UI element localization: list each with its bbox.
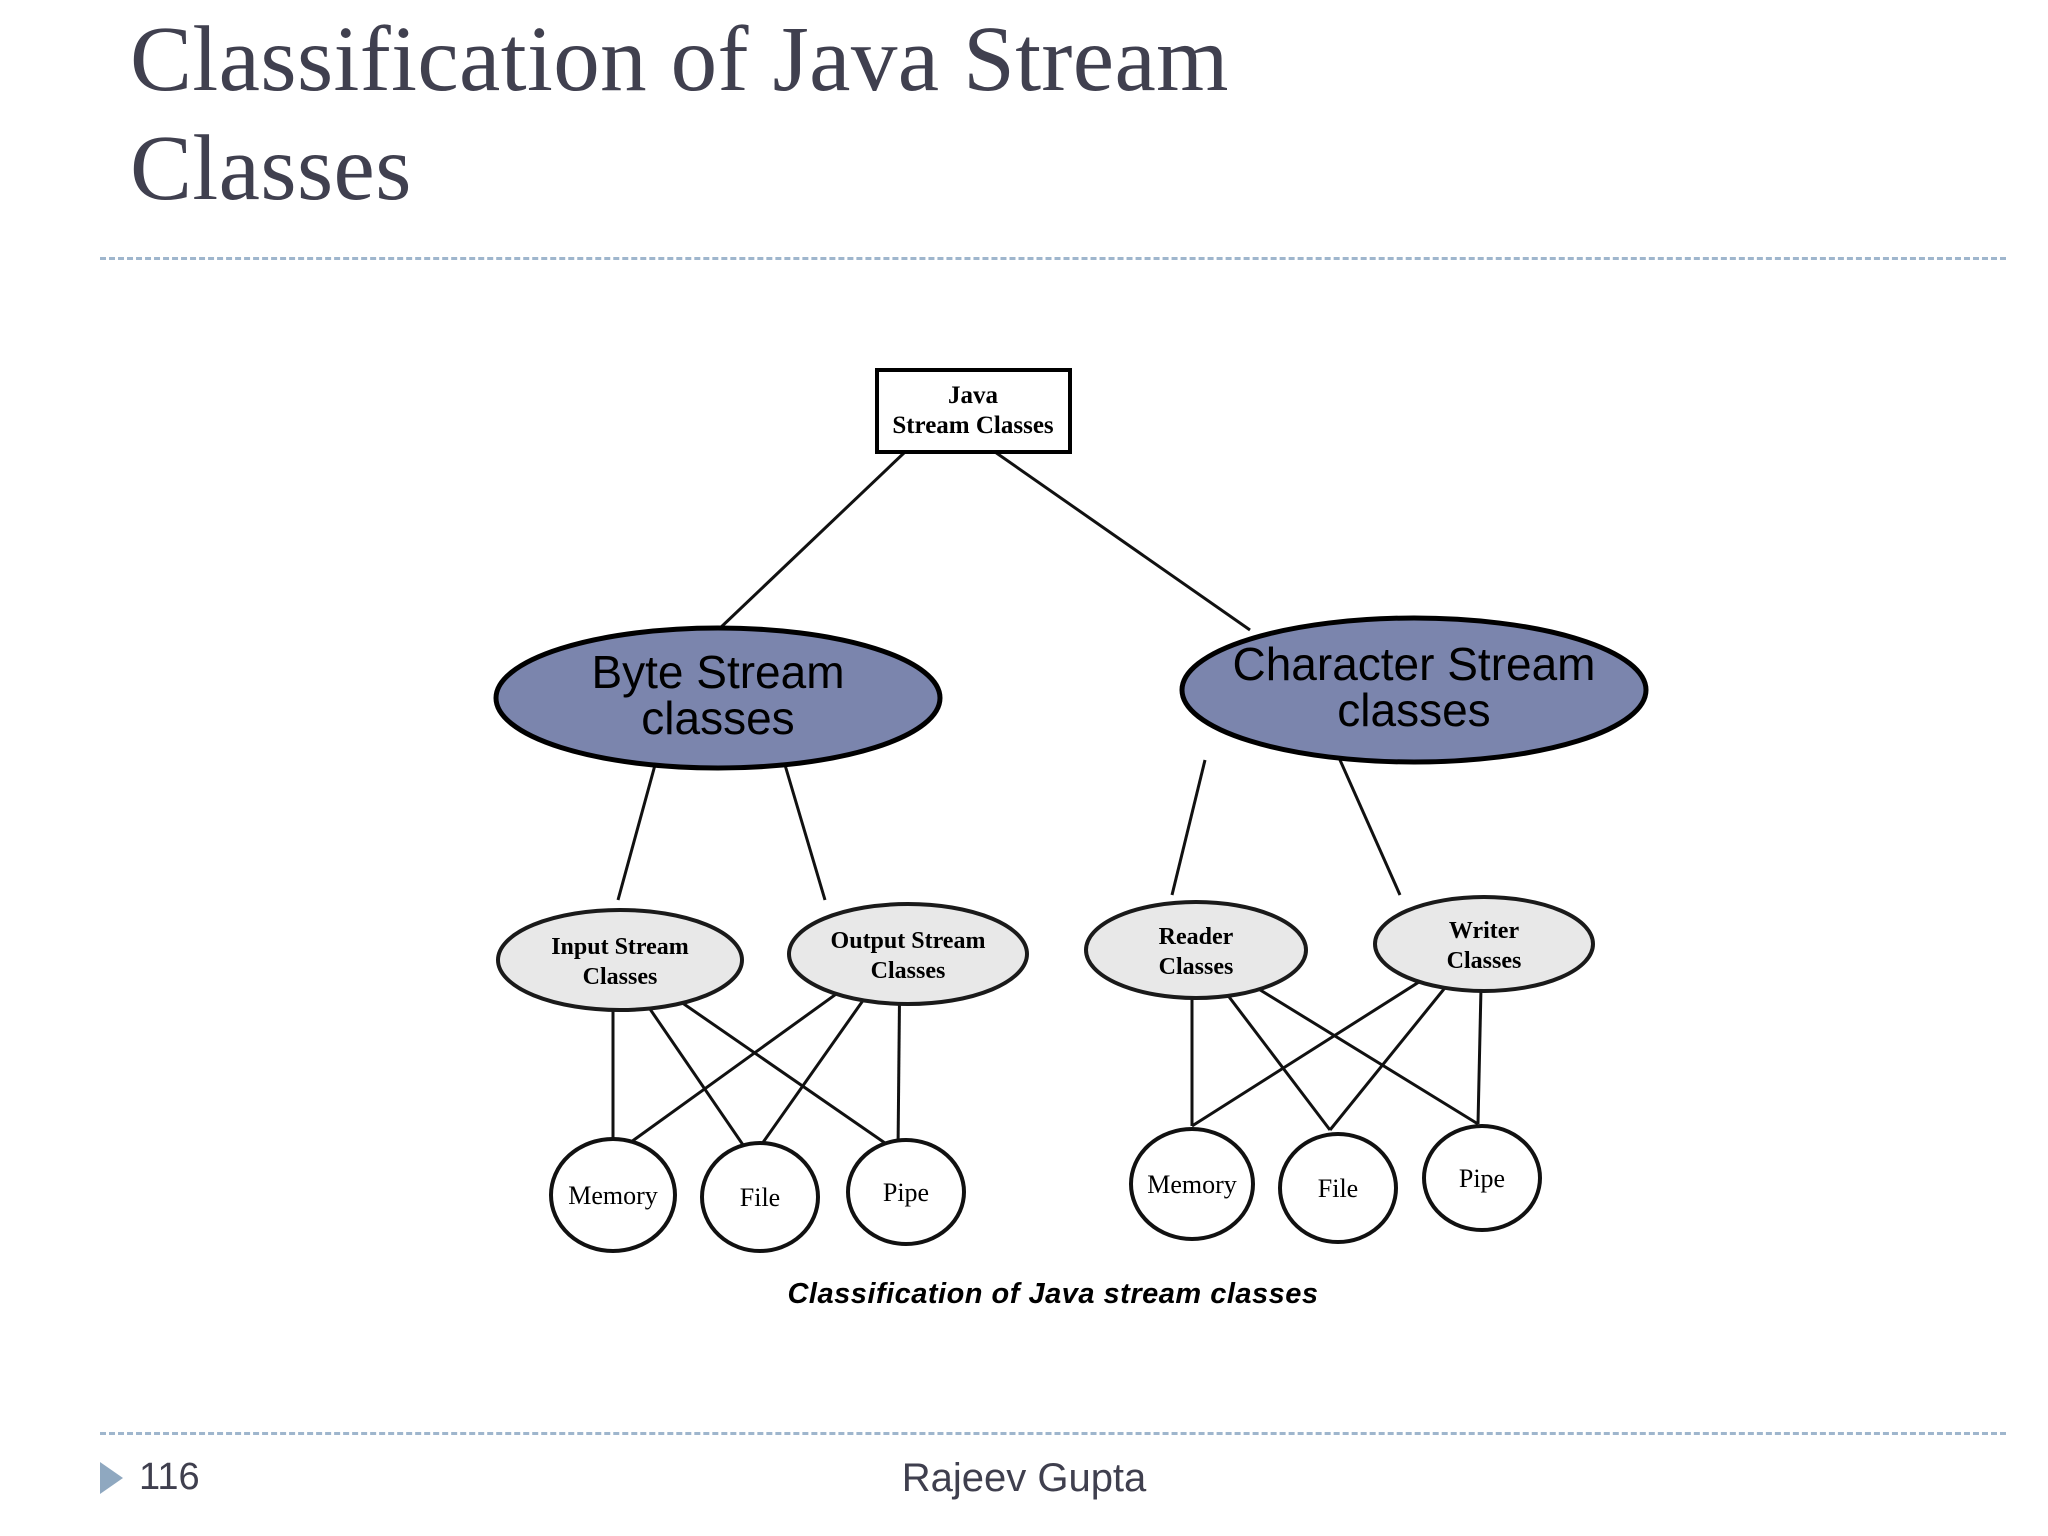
page-marker: 116 — [100, 1456, 200, 1499]
byte-pipe-label: Pipe — [883, 1178, 929, 1207]
byte-stream-label-line1: Byte Stream — [591, 646, 844, 698]
edges-character-to-level3 — [1170, 759, 1402, 896]
byte-pipe-circle — [846, 1138, 966, 1246]
byte-memory-label: Memory — [568, 1181, 658, 1210]
writer-classes-label-line1: Writer — [1449, 918, 1520, 944]
char-file-label: File — [1318, 1174, 1358, 1203]
node-input-stream-classes[interactable]: Input Stream Classes — [496, 908, 744, 1012]
footer-divider — [100, 1432, 2006, 1435]
writer-classes-ellipse — [1373, 895, 1595, 993]
byte-stream-ellipse — [493, 625, 943, 771]
output-stream-ellipse — [787, 902, 1029, 1006]
page-number: 116 — [139, 1456, 200, 1498]
edge-root-byte — [716, 450, 907, 632]
char-pipe-label: Pipe — [1459, 1164, 1505, 1193]
output-stream-label-line2: Classes — [871, 958, 946, 984]
character-stream-ellipse — [1179, 615, 1649, 765]
node-char-memory[interactable]: Memory — [1129, 1127, 1255, 1241]
edge-character-reader — [1170, 759, 1207, 896]
node-java-stream-classes[interactable]: Java Stream Classes — [875, 368, 1072, 454]
node-character-stream-classes[interactable]: Character Stream classes — [1179, 615, 1649, 765]
root-label-line1: Java — [948, 382, 999, 409]
input-stream-label-line1: Input Stream — [551, 934, 689, 960]
diagram-container: Java Stream Classes Byte Stream classes … — [0, 300, 2048, 1410]
reader-classes-label-line1: Reader — [1159, 924, 1234, 950]
char-pipe-circle — [1422, 1124, 1542, 1232]
root-box — [875, 368, 1072, 454]
diagram-caption: Classification of Java stream classes — [787, 1278, 1318, 1310]
root-label-line2: Stream Classes — [892, 412, 1054, 439]
byte-file-label: File — [740, 1183, 780, 1212]
node-reader-classes[interactable]: Reader Classes — [1084, 900, 1308, 1000]
input-stream-label-line2: Classes — [583, 964, 658, 990]
slide-footer: 116 Rajeev Gupta — [0, 1448, 2048, 1528]
char-memory-label: Memory — [1147, 1170, 1237, 1199]
edge-root-character — [994, 450, 1251, 632]
character-stream-label-line2: classes — [1337, 684, 1490, 736]
edges-root-to-level2 — [716, 450, 1251, 632]
byte-file-circle — [700, 1141, 820, 1253]
edge-byte-output — [783, 764, 827, 901]
author-name: Rajeev Gupta — [901, 1456, 1147, 1500]
edge-byte-input — [616, 764, 657, 901]
output-stream-label-line1: Output Stream — [831, 928, 986, 954]
edges-byte-to-level3 — [616, 764, 827, 901]
byte-memory-circle — [549, 1137, 677, 1253]
character-stream-label-line1: Character Stream — [1232, 638, 1595, 690]
page-title: Classification of Java Stream Classes — [130, 8, 1229, 220]
byte-stream-label-line2: classes — [641, 692, 794, 744]
input-stream-ellipse — [496, 908, 744, 1012]
node-char-pipe[interactable]: Pipe — [1422, 1124, 1542, 1232]
node-char-file[interactable]: File — [1278, 1132, 1398, 1244]
node-byte-file[interactable]: File — [700, 1141, 820, 1253]
title-block: Classification of Java Stream Classes — [130, 6, 1960, 224]
node-output-stream-classes[interactable]: Output Stream Classes — [787, 902, 1029, 1006]
reader-classes-ellipse — [1084, 900, 1308, 1000]
node-byte-pipe[interactable]: Pipe — [846, 1138, 966, 1246]
char-memory-circle — [1129, 1127, 1255, 1241]
char-file-circle — [1278, 1132, 1398, 1244]
writer-classes-label-line2: Classes — [1447, 948, 1522, 974]
triangle-bullet-icon — [100, 1461, 123, 1494]
title-divider — [100, 257, 2006, 260]
node-byte-memory[interactable]: Memory — [549, 1137, 677, 1253]
node-byte-stream-classes[interactable]: Byte Stream classes — [493, 625, 943, 771]
edge-character-writer — [1338, 759, 1402, 896]
node-writer-classes[interactable]: Writer Classes — [1373, 895, 1595, 993]
reader-classes-label-line2: Classes — [1159, 954, 1234, 980]
